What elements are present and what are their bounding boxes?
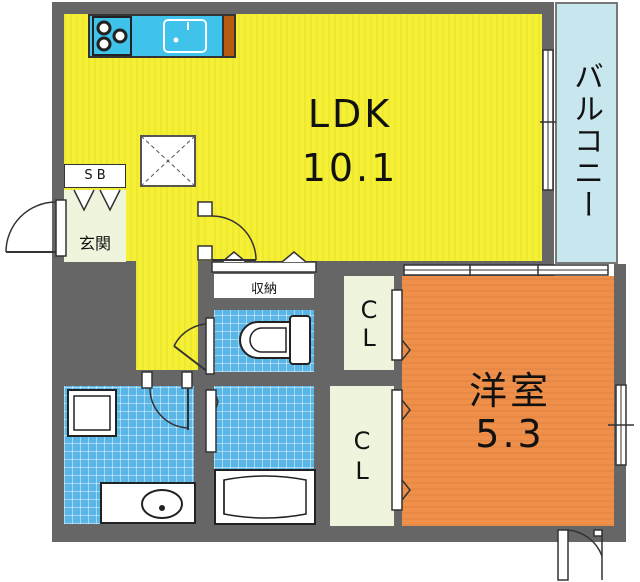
toilet-icon	[239, 315, 311, 365]
closet-top-label: C L	[360, 296, 378, 352]
closet-doors	[391, 289, 411, 511]
closet-bottom-label: C L	[353, 427, 371, 485]
duct-box-icon	[140, 135, 196, 187]
western-side-window	[608, 384, 634, 466]
shoe-box-label: S B	[84, 168, 106, 183]
bathtub-icon	[214, 469, 316, 525]
entrance-floor	[64, 190, 126, 262]
ldk-door	[197, 201, 257, 261]
western-room-size: 5.3	[475, 412, 545, 456]
western-room	[402, 276, 614, 526]
stove-icon	[92, 16, 132, 56]
closet-bottom	[330, 386, 394, 526]
closet-top	[344, 276, 394, 370]
toilet-door	[173, 317, 215, 375]
sink-icon	[163, 19, 207, 53]
western-room-name: 洋室	[468, 369, 551, 413]
ldk-room-size: 10.1	[301, 146, 399, 190]
shoe-box-doors	[73, 189, 121, 212]
entrance-door	[5, 199, 67, 257]
wash-basin-icon	[100, 482, 196, 524]
bath-door	[205, 389, 219, 453]
ldk-window	[540, 49, 556, 191]
balcony-label: バルコニー	[568, 61, 603, 221]
western-door	[557, 529, 603, 581]
entrance-label: 玄関	[78, 234, 111, 253]
washroom-door	[141, 371, 193, 430]
storage	[214, 274, 314, 298]
storage-label: 収納	[250, 282, 277, 297]
ldk-room-name: LDK	[307, 92, 393, 136]
western-top-window	[403, 264, 609, 276]
washing-machine-icon	[67, 389, 117, 437]
shoe-box	[64, 164, 126, 188]
kitchen-cabinet	[222, 14, 236, 58]
ldk-hall-extension	[136, 190, 198, 370]
balcony	[555, 2, 618, 264]
